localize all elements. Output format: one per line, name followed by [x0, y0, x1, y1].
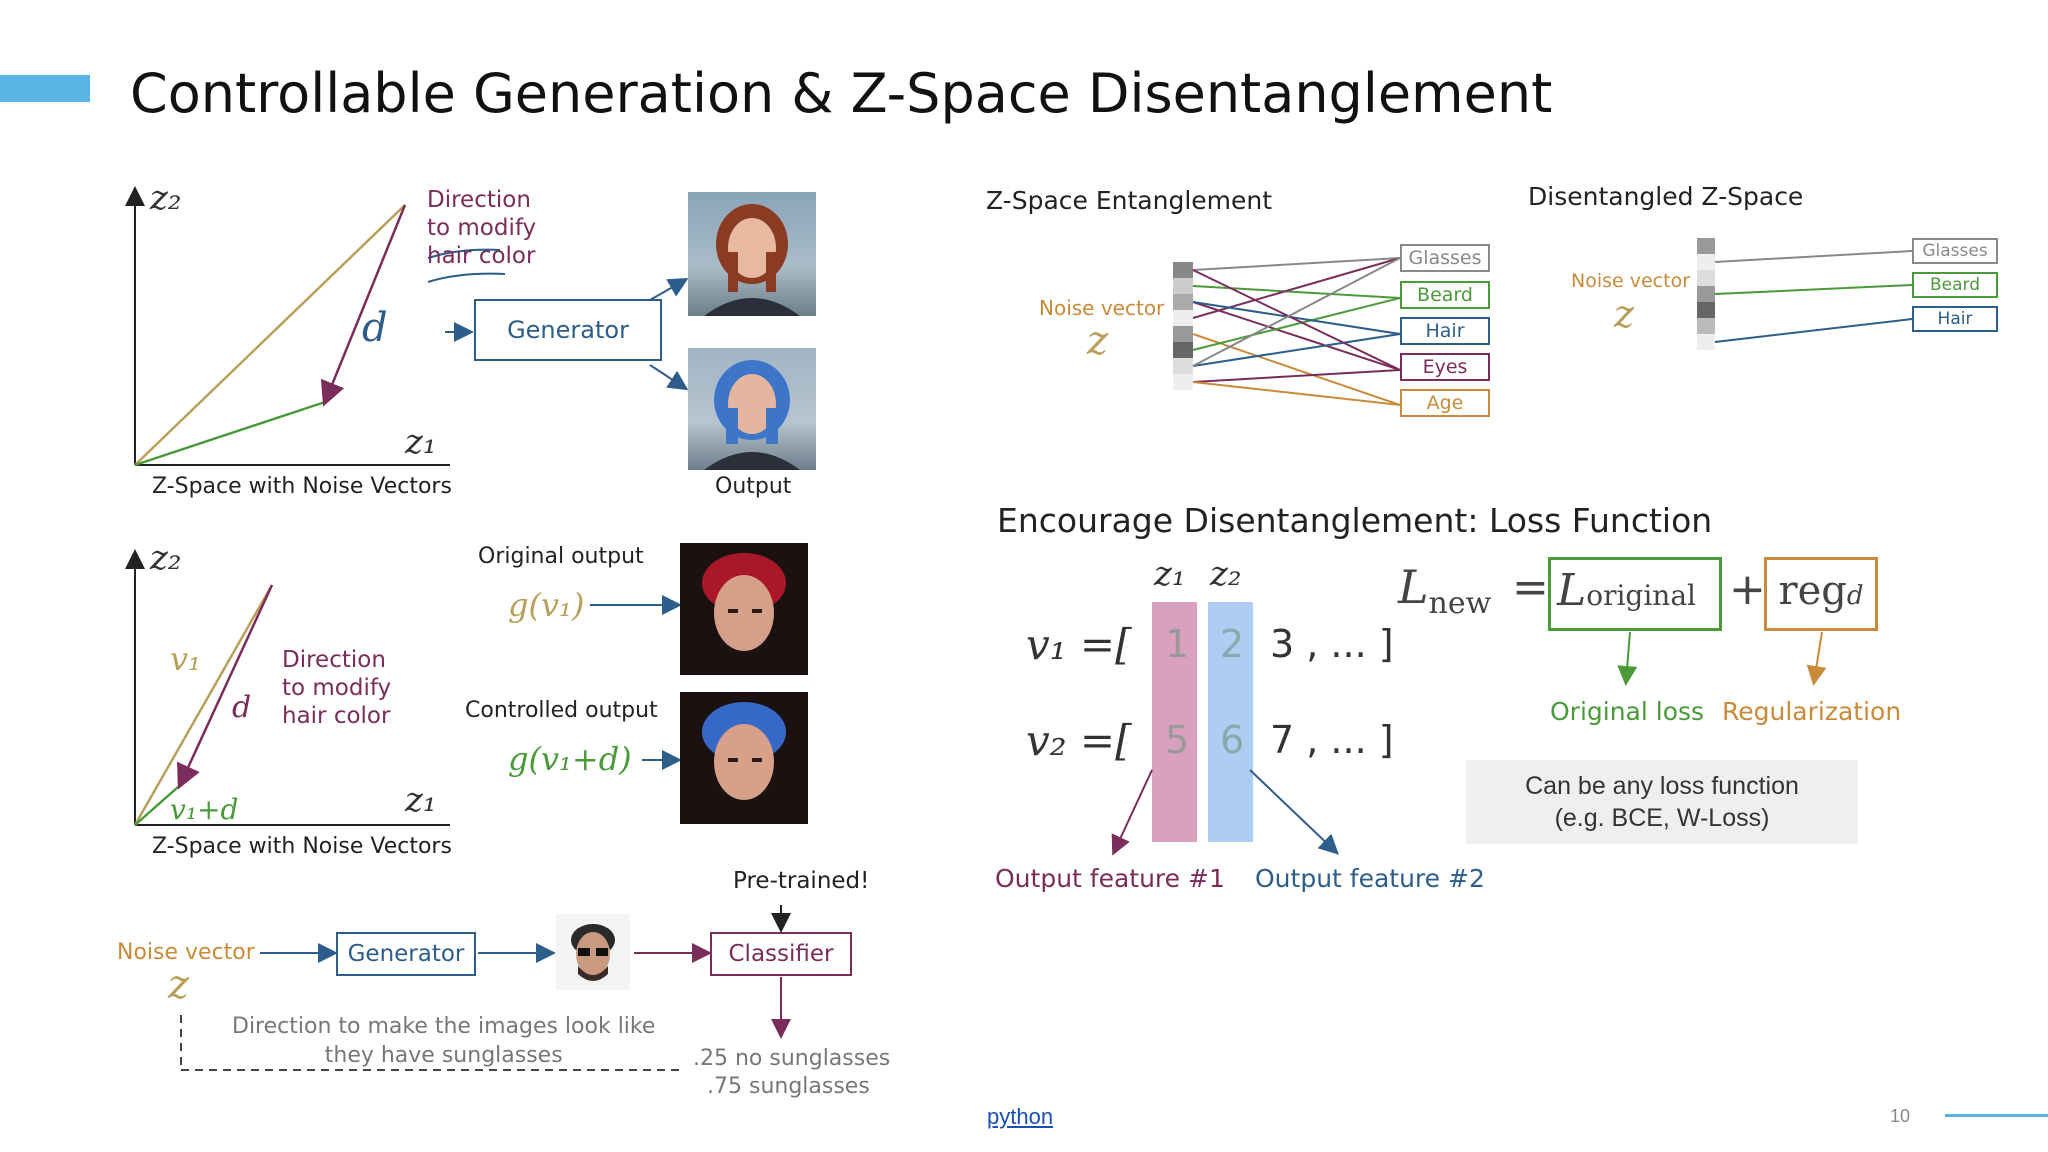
axis-z2-label: z₂ [150, 178, 182, 218]
axis-z2-label-middle: z₂ [150, 538, 182, 578]
direction-sunglasses-text: Direction to make the images look like t… [232, 1012, 655, 1070]
output-feature-arrows [1100, 760, 1350, 870]
column-z2-label: z₂ [1210, 554, 1242, 594]
v1-label: v₁ [170, 640, 201, 678]
z-label-disentangled: z [1614, 292, 1634, 336]
feature-glasses-entangled: Glasses [1400, 244, 1490, 272]
feature-glasses-disentangled: Glasses [1912, 238, 1998, 264]
prob-sunglasses: .75 sunglasses [707, 1074, 870, 1099]
caption-output: Output [715, 474, 791, 499]
portrait-man-blue-hair [680, 692, 808, 824]
original-loss-label: Original loss [1550, 697, 1704, 726]
v2-value-rest: 7 , ... ] [1270, 718, 1394, 762]
caption-z-space-top: Z-Space with Noise Vectors [152, 474, 452, 499]
accent-bar [0, 75, 90, 102]
v1-value-1: 1 [1165, 622, 1189, 666]
loss-title: Encourage Disentanglement: Loss Function [997, 501, 1712, 540]
l-new-term: Lnew [1398, 560, 1491, 621]
original-output-label: Original output [478, 544, 644, 569]
noise-vector-label-disentangled: Noise vector [1571, 270, 1690, 292]
python-link[interactable]: python [987, 1104, 1053, 1130]
page-number: 10 [1890, 1106, 1910, 1127]
loss-term-arrows [1600, 630, 1840, 690]
output-feature-2: Output feature #2 [1255, 864, 1485, 893]
output-arrows-middle [590, 590, 680, 770]
v1-value-2: 2 [1220, 622, 1244, 666]
disentangled-title: Disentangled Z-Space [1528, 182, 1803, 211]
output-feature-1: Output feature #1 [995, 864, 1225, 893]
plus-sign: + [1729, 564, 1766, 615]
feature-hair-entangled: Hair [1400, 317, 1490, 345]
direction-label-middle: Direction to modify hair color [282, 646, 391, 730]
v1-value-rest: 3 , ... ] [1270, 622, 1394, 666]
disentangled-graph [1690, 235, 1920, 365]
portrait-man-red-hair [680, 543, 808, 675]
generator-box-top: Generator [474, 299, 662, 361]
bottom-accent-line [1945, 1114, 2048, 1117]
entanglement-title: Z-Space Entanglement [986, 186, 1272, 215]
z-label-entangled: z [1087, 318, 1108, 364]
feature-beard-entangled: Beard [1400, 281, 1490, 309]
pretrained-label: Pre-trained! [733, 868, 869, 894]
v1-plus-d-label: v₁+d [170, 793, 238, 826]
loss-note-box: Can be any loss function (e.g. BCE, W-Lo… [1466, 760, 1858, 844]
regularization-label: Regularization [1722, 697, 1901, 726]
portrait-blue-hair [688, 348, 816, 470]
equals-sign: = [1512, 562, 1549, 613]
feature-hair-disentangled: Hair [1912, 306, 1998, 332]
portrait-red-hair [688, 192, 816, 316]
axis-z1-label: z₁ [405, 422, 437, 462]
noise-vector-label-entangled: Noise vector [1039, 296, 1164, 320]
d-label-middle: d [232, 690, 251, 725]
v2-vector-label: v₂ =[ [1026, 716, 1132, 765]
axis-z1-label-middle: z₁ [405, 780, 437, 820]
feature-age-entangled: Age [1400, 389, 1490, 417]
slide-title: Controllable Generation & Z-Space Disent… [130, 62, 1552, 125]
v1-vector-label: v₁ =[ [1026, 620, 1132, 669]
feature-beard-disentangled: Beard [1912, 272, 1998, 298]
direction-label-top: Direction to modify hair color [427, 186, 536, 270]
v2-value-6: 6 [1220, 718, 1244, 762]
reg-box: regd [1764, 557, 1878, 631]
l-original-box: Loriginal [1548, 557, 1722, 631]
g-v1-label: g(v₁) [508, 586, 584, 624]
feature-eyes-entangled: Eyes [1400, 353, 1490, 381]
caption-z-space-middle: Z-Space with Noise Vectors [152, 834, 452, 859]
d-label-handwritten: d [362, 305, 388, 351]
prob-no-sunglasses: .25 no sunglasses [693, 1046, 890, 1071]
column-z1-label: z₁ [1154, 554, 1186, 594]
v2-value-5: 5 [1165, 718, 1189, 762]
